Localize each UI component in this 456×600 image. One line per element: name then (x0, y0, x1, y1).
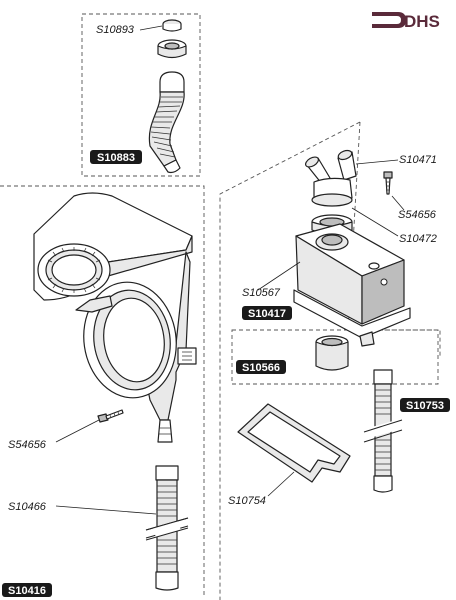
part-s10753-hose (363, 369, 403, 493)
svg-text:S10416: S10416 (8, 585, 46, 597)
part-s10883-hose (148, 71, 185, 174)
leader-s10472 (351, 207, 399, 237)
leader-s10754 (267, 471, 295, 497)
leader-s54656-left (55, 419, 100, 443)
leader-s10471 (355, 159, 399, 165)
svg-text:S10566: S10566 (242, 362, 280, 374)
label-s10567: S10567 (242, 287, 281, 299)
leader-s10466 (55, 505, 157, 515)
label-s10471: S10471 (399, 154, 437, 166)
part-s10466-hose (145, 465, 189, 591)
leader-s10893 (139, 25, 163, 31)
frame-s10566 (231, 329, 439, 385)
label-s10472: S10472 (399, 233, 437, 245)
part-screw-top (383, 171, 393, 195)
svg-text:S10417: S10417 (248, 308, 286, 320)
part-screw-left (97, 409, 124, 423)
dhs-logo: DHS (372, 12, 440, 31)
badge-s10417: S10417 (242, 306, 292, 320)
svg-text:S10883: S10883 (97, 152, 135, 164)
frame-s10883 (81, 13, 201, 177)
frame-s10416 (0, 185, 205, 596)
badge-s10566: S10566 (236, 360, 286, 374)
logo-mark-icon (372, 12, 406, 28)
label-s54656-left: S54656 (8, 439, 47, 451)
badge-s10753: S10753 (400, 398, 450, 412)
label-s10466: S10466 (8, 501, 47, 513)
part-s10893-cap (162, 19, 182, 32)
label-s10893: S10893 (96, 24, 135, 36)
part-s10471-twin-nozzle (305, 149, 357, 207)
part-funnel-housing (33, 192, 197, 443)
badge-s10416: S10416 (2, 583, 52, 597)
svg-text:S10753: S10753 (406, 400, 444, 412)
logo-text: DHS (404, 12, 440, 31)
badge-s10883: S10883 (90, 150, 142, 164)
label-s54656-top: S54656 (398, 209, 437, 221)
part-coupling-ring (157, 39, 187, 59)
leader-s10567 (257, 261, 301, 291)
part-s10754-gasket (237, 403, 351, 483)
leader-s54656-top (391, 195, 405, 211)
label-s10754: S10754 (228, 495, 266, 507)
part-s10566-ring (315, 335, 349, 371)
part-s10417-block (293, 223, 411, 347)
